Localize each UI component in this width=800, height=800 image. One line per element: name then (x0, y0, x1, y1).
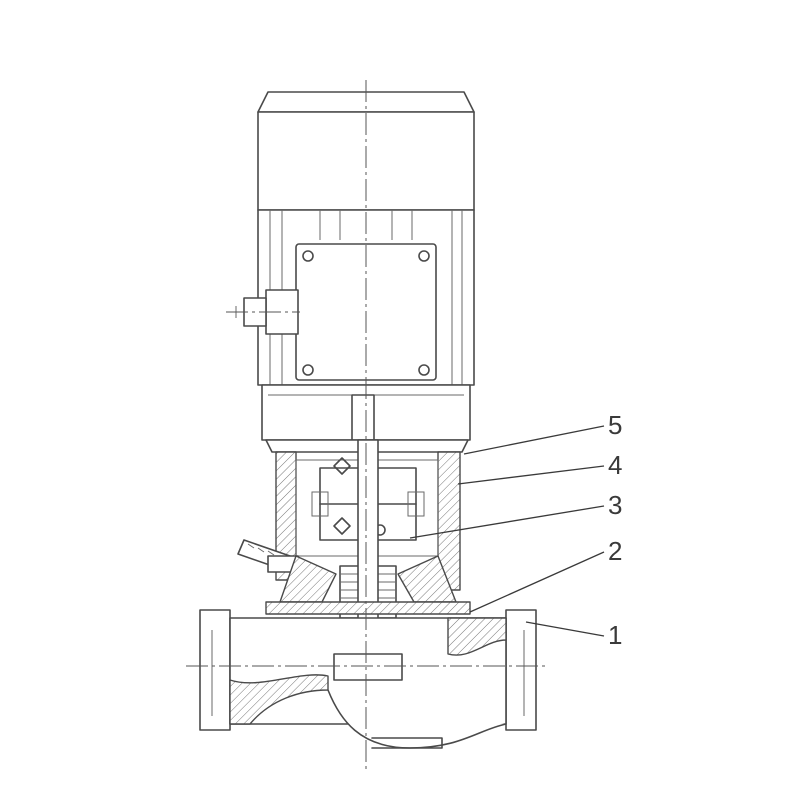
leader-3 (409, 505, 605, 539)
callout-1: 1 (608, 620, 622, 650)
casing-cover (265, 601, 471, 615)
callout-2: 2 (608, 536, 622, 566)
shaft-coupling (311, 457, 425, 541)
leader-5 (463, 425, 605, 455)
inlet-flange (199, 609, 231, 731)
outlet-flange (505, 609, 537, 731)
leader-4 (457, 465, 605, 485)
motor-shaft-collar (351, 394, 375, 441)
callout-5: 5 (608, 410, 622, 440)
motor (228, 91, 475, 441)
leader-1 (525, 621, 605, 637)
centerlines (186, 80, 548, 770)
callout-labels: 5 4 3 2 1 (608, 410, 622, 650)
impeller-eye (333, 653, 403, 681)
pump-casing (199, 601, 537, 749)
callout-3: 3 (608, 490, 622, 520)
callout-4: 4 (608, 450, 622, 480)
callout-leaders (409, 425, 605, 637)
vent-valve (237, 539, 299, 573)
volute-right (447, 617, 507, 656)
leader-2 (469, 551, 605, 613)
